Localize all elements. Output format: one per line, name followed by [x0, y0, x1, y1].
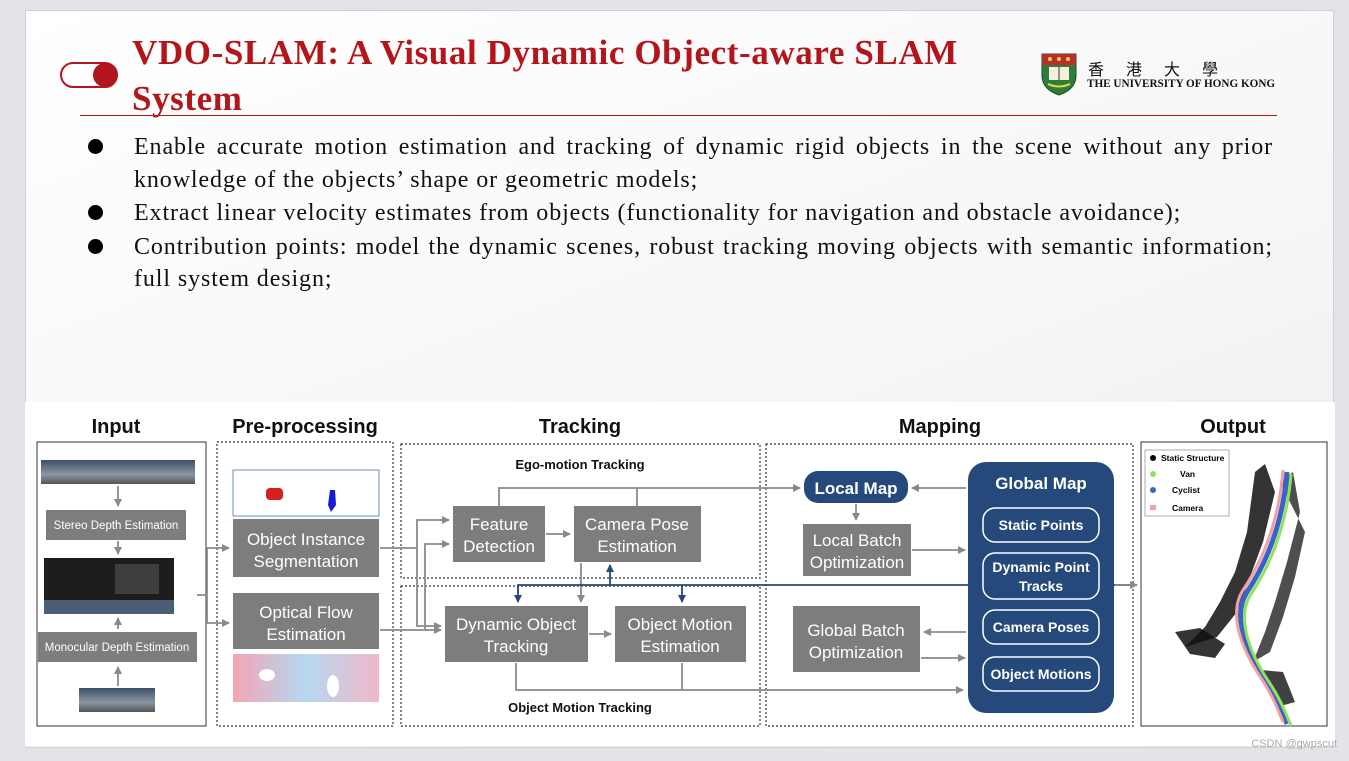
mono-depth-box	[38, 632, 197, 662]
bullet-item: Enable accurate motion estimation and tr…	[87, 131, 1273, 196]
output-legend	[1144, 449, 1230, 517]
bullet-dot-icon	[88, 139, 103, 154]
object-motion-line2: Estimation	[640, 637, 719, 656]
output-panel	[1140, 441, 1328, 727]
bullet-text: Extract linear velocity estimates from o…	[134, 200, 1182, 226]
object-instance-segmentation-box	[233, 519, 379, 577]
slide-title: VDO-SLAM: A Visual Dynamic Object-aware …	[132, 33, 958, 118]
optical-flow-line2: Estimation	[266, 625, 345, 644]
mono-depth-label: Monocular Depth Estimation	[45, 642, 189, 654]
legend-cyclist-icon	[1150, 487, 1156, 493]
system-diagram: Input Pre-processing Tracking Mapping Ou…	[25, 402, 1335, 746]
object-motions-node	[982, 656, 1100, 692]
camera-pose-line2: Estimation	[597, 537, 676, 556]
optical-flow-line1: Optical Flow	[259, 603, 353, 622]
object-motions-label: Object Motions	[990, 666, 1091, 682]
camera-poses-node	[982, 609, 1100, 645]
section-header-mapping: Mapping	[899, 416, 981, 438]
global-batch-optimization-box	[793, 606, 920, 672]
hku-logo: 香 港 大 學 THE UNIVERSITY OF HONG KONG	[1040, 52, 1278, 98]
optical-flow-box	[233, 593, 379, 649]
section-header-output: Output	[1200, 416, 1266, 438]
stereo-depth-label: Stereo Depth Estimation	[54, 520, 179, 532]
dynamic-tracks-line2: Tracks	[1019, 578, 1064, 594]
object-motion-line1: Object Motion	[628, 615, 733, 634]
global-map-label: Global Map	[995, 474, 1087, 493]
preprocessing-panel	[216, 441, 394, 727]
stereo-depth-box	[46, 510, 186, 540]
system-diagram-svg: Input Pre-processing Tracking Mapping Ou…	[36, 416, 1328, 727]
feature-detection-line1: Feature	[470, 515, 529, 534]
legend-camera-label: Camera	[1172, 503, 1203, 513]
watermark: CSDN @gwpscut	[1251, 738, 1337, 750]
bullet-list: Enable accurate motion estimation and tr…	[87, 131, 1273, 297]
bullet-item: Extract linear velocity estimates from o…	[87, 197, 1273, 230]
segmentation-line2: Segmentation	[254, 552, 359, 571]
legend-van-icon	[1150, 471, 1156, 477]
static-points-node	[982, 507, 1100, 543]
local-map-node	[804, 471, 908, 503]
section-header-input: Input	[92, 416, 141, 438]
legend-static-label: Static Structure	[1161, 453, 1225, 463]
dynamic-tracks-line1: Dynamic Point	[992, 559, 1090, 575]
legend-static-icon	[1150, 455, 1156, 461]
section-header-preprocessing: Pre-processing	[232, 416, 378, 438]
input-panel	[36, 441, 207, 727]
local-batch-line2: Optimization	[810, 553, 904, 572]
dynamic-object-line1: Dynamic Object	[456, 615, 576, 634]
hku-english-name: THE UNIVERSITY OF HONG KONG	[1087, 78, 1276, 90]
mono-image	[79, 688, 155, 712]
toggle-knob	[93, 63, 117, 87]
object-motion-panel	[400, 585, 761, 727]
camera-pose-line1: Camera Pose	[585, 515, 689, 534]
bullet-item: Contribution points: model the dynamic s…	[87, 231, 1273, 296]
title-underline	[80, 115, 1277, 116]
camera-poses-label: Camera Poses	[993, 619, 1090, 635]
local-batch-line1: Local Batch	[813, 531, 902, 550]
segmentation-line1: Object Instance	[247, 530, 365, 549]
global-batch-line1: Global Batch	[807, 621, 904, 640]
stereo-right-image	[119, 460, 195, 484]
ego-motion-title: Ego-motion Tracking	[515, 457, 644, 472]
hku-crest-icon	[1041, 53, 1077, 96]
camera-pose-estimation-box	[574, 506, 701, 562]
section-header-tracking: Tracking	[539, 416, 621, 438]
optical-flow-preview	[233, 654, 379, 702]
feature-detection-box	[453, 506, 545, 562]
legend-camera-icon	[1150, 505, 1156, 510]
legend-van-label: Van	[1180, 469, 1195, 479]
segmentation-preview	[232, 469, 380, 517]
dynamic-point-tracks-node	[982, 552, 1100, 600]
global-batch-line2: Optimization	[809, 643, 903, 662]
feature-detection-line2: Detection	[463, 537, 535, 556]
object-motion-title: Object Motion Tracking	[508, 700, 652, 715]
output-point-cloud	[1175, 464, 1305, 727]
local-map-label: Local Map	[814, 479, 897, 498]
object-motion-estimation-box	[615, 606, 746, 662]
bullet-dot-icon	[88, 205, 103, 220]
stereo-left-image	[41, 460, 119, 484]
dynamic-object-tracking-box	[445, 606, 588, 662]
dynamic-object-line2: Tracking	[484, 637, 549, 656]
toggle-decoration	[60, 62, 118, 88]
legend-cyclist-label: Cyclist	[1172, 485, 1200, 495]
bullet-text: Enable accurate motion estimation and tr…	[134, 134, 1273, 193]
bullet-dot-icon	[88, 238, 103, 254]
hku-chinese-name: 香 港 大 學	[1088, 62, 1228, 79]
local-batch-optimization-box	[803, 524, 911, 576]
bullet-text: Contribution points: model the dynamic s…	[134, 233, 1273, 293]
static-points-label: Static Points	[999, 517, 1084, 533]
